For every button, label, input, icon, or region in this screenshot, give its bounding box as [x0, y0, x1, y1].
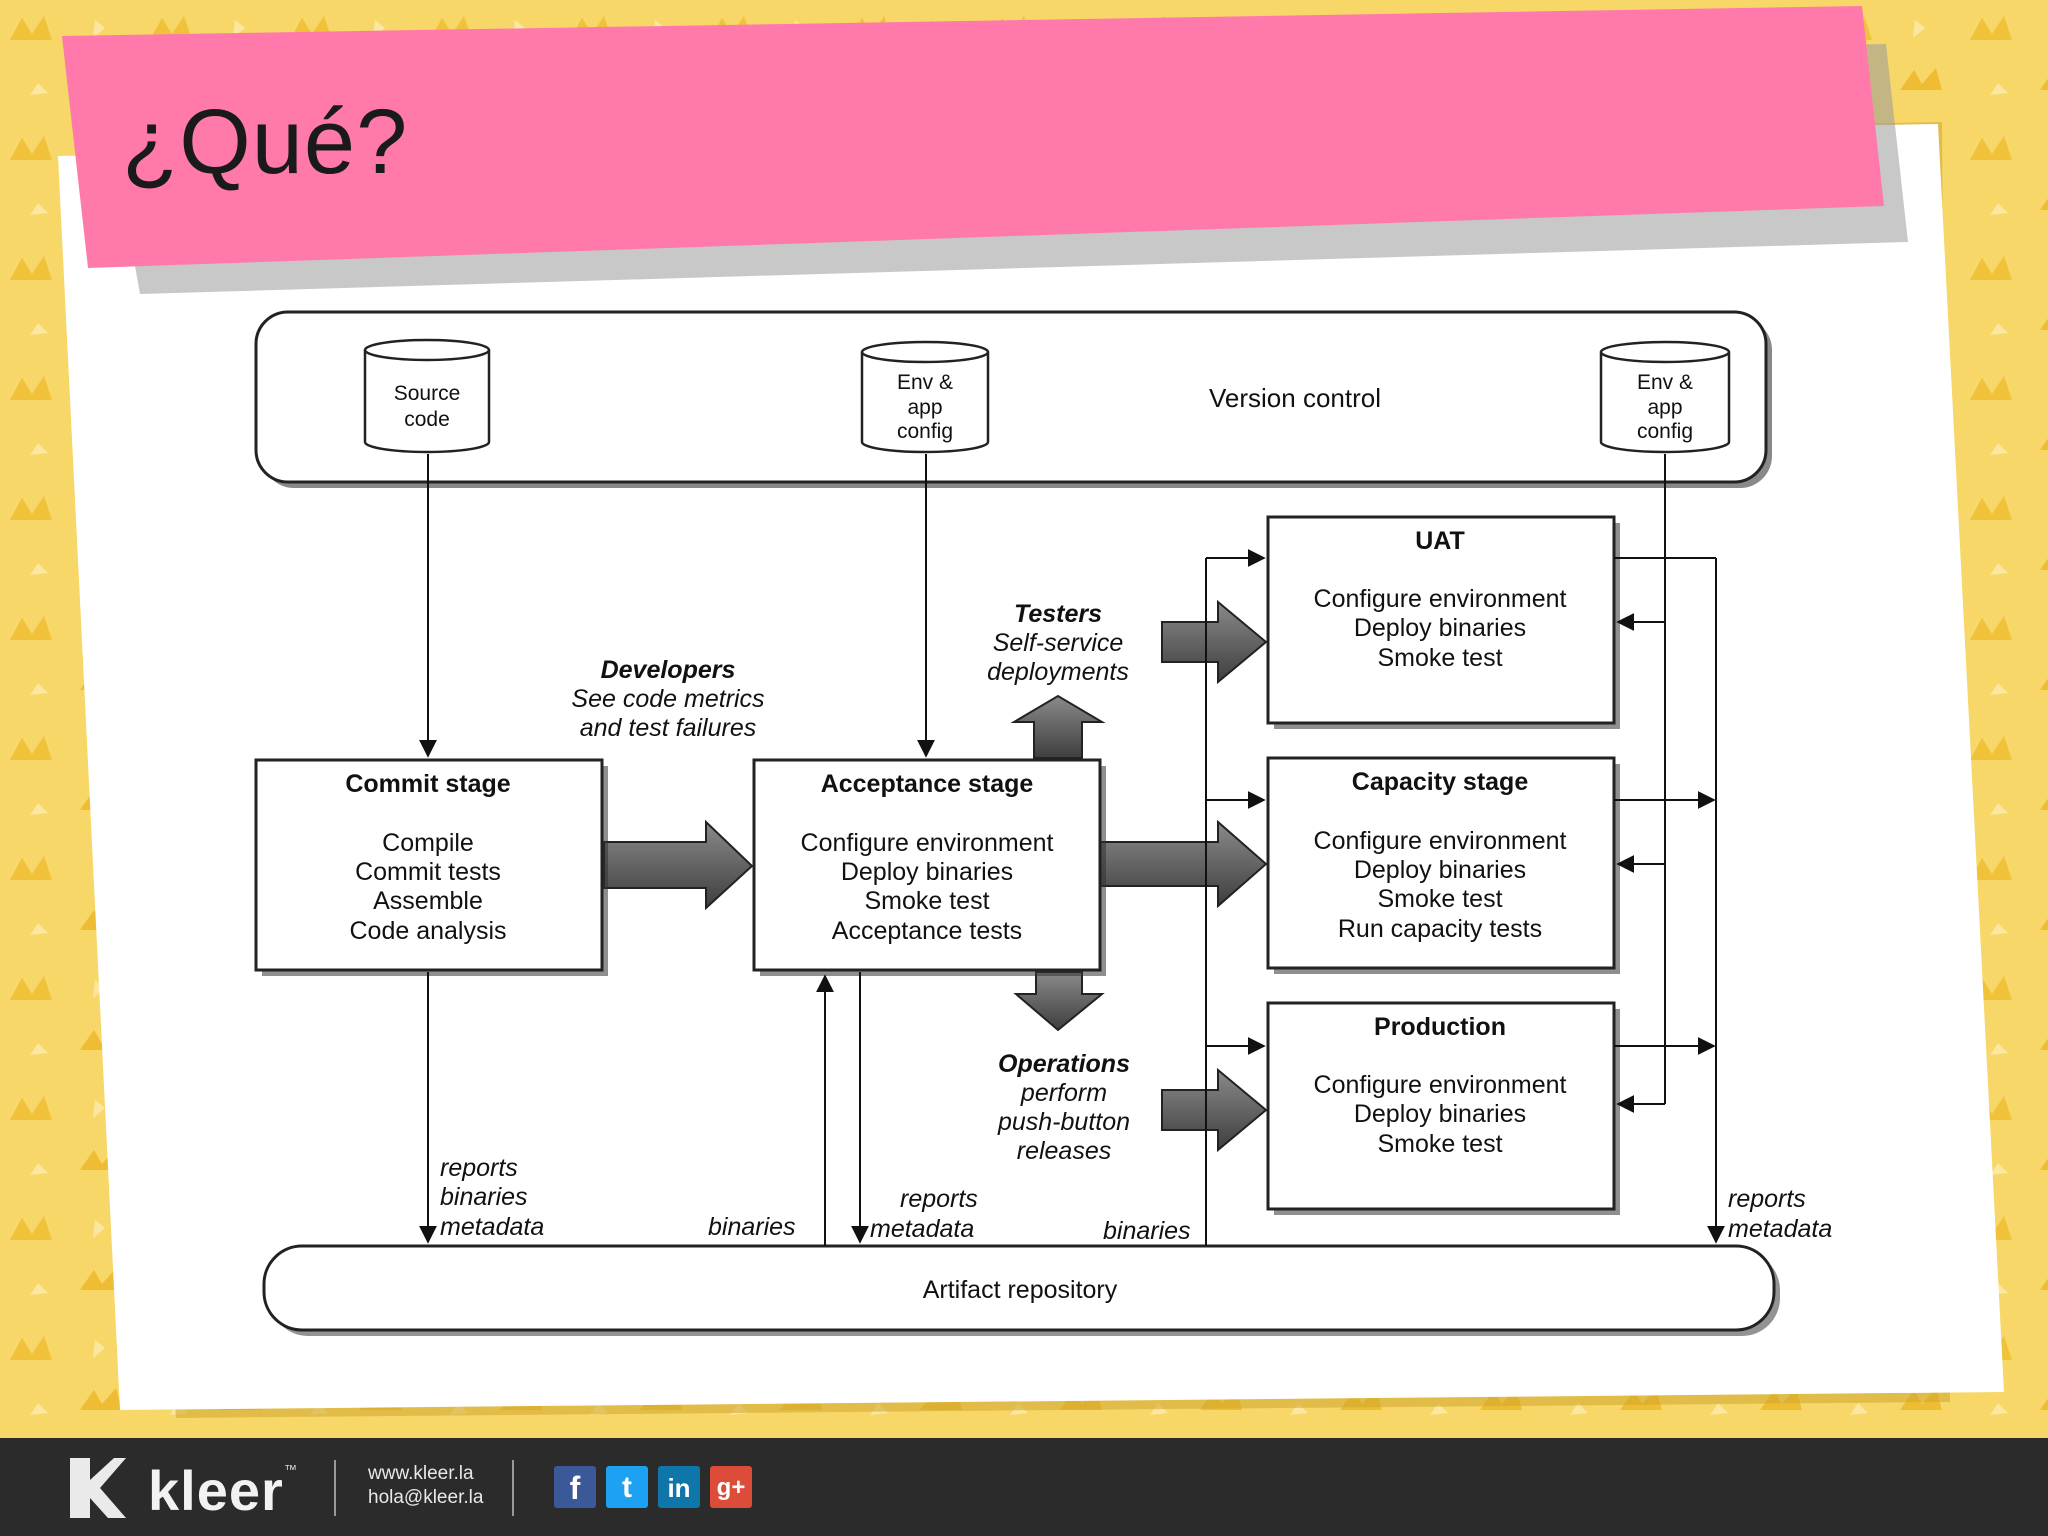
svg-text:Assemble: Assemble [373, 887, 483, 915]
production-box: Production Configure environment Deploy … [1266, 1001, 1620, 1215]
svg-text:Code analysis: Code analysis [349, 917, 506, 945]
arrow-operations-to-production [1161, 1067, 1268, 1153]
brand-trademark: ™ [284, 1462, 297, 1477]
svg-text:Smoke test: Smoke test [1377, 644, 1502, 672]
acceptance-stage-box: Acceptance stage Configure environment D… [752, 758, 1106, 976]
email-link[interactable]: hola@kleer.la [368, 1487, 484, 1508]
svg-text:Deploy binaries: Deploy binaries [841, 858, 1013, 886]
commit-output-1: reports [440, 1154, 518, 1182]
commit-output-2: binaries [440, 1183, 528, 1211]
right-output-1: reports [1728, 1185, 1806, 1213]
svg-text:Source: Source [394, 382, 461, 405]
svg-text:UAT: UAT [1415, 527, 1465, 555]
version-control-box: Version control [254, 310, 1772, 488]
commit-stage-box: Commit stage Compile Commit tests Assemb… [254, 758, 608, 976]
env-config-cylinder-1: Env & app config [860, 340, 990, 454]
svg-text:config: config [1637, 420, 1693, 443]
operations-line-1: perform [1020, 1079, 1107, 1107]
svg-text:Deploy binaries: Deploy binaries [1354, 1100, 1526, 1128]
operations-line-2: push-button [997, 1108, 1130, 1136]
facebook-icon[interactable]: f [554, 1466, 596, 1508]
binaries-in-label: binaries [708, 1213, 796, 1241]
arrow-up-testers [1010, 694, 1106, 759]
commit-output-3: metadata [440, 1213, 544, 1241]
svg-text:Env &: Env & [897, 371, 953, 394]
footer-divider-1 [334, 1460, 336, 1516]
svg-text:Acceptance stage: Acceptance stage [821, 770, 1034, 798]
svg-text:Smoke test: Smoke test [1377, 885, 1502, 913]
svg-text:Smoke test: Smoke test [1377, 1130, 1502, 1158]
footer-bar [0, 1438, 2048, 1536]
binaries-right-label: binaries [1103, 1217, 1191, 1245]
testers-line-1: Self-service [993, 629, 1124, 657]
developers-title: Developers [601, 656, 736, 684]
testers-title: Testers [1014, 600, 1102, 628]
svg-text:Configure environment: Configure environment [1314, 585, 1567, 613]
svg-text:Commit tests: Commit tests [355, 858, 501, 886]
arrow-commit-to-acceptance [603, 819, 754, 911]
google-plus-icon[interactable]: g+ [710, 1466, 752, 1508]
developers-line-2: and test failures [580, 714, 757, 742]
linkedin-icon[interactable]: in [658, 1466, 700, 1508]
version-control-label: Version control [1209, 383, 1381, 413]
svg-text:app: app [1647, 396, 1682, 419]
acceptance-output-2: metadata [870, 1215, 974, 1243]
svg-text:Run capacity tests: Run capacity tests [1338, 915, 1542, 943]
slide-title: ¿Qué? [122, 91, 409, 193]
svg-text:Acceptance tests: Acceptance tests [832, 917, 1022, 945]
twitter-icon[interactable]: t [606, 1466, 648, 1508]
operations-title: Operations [998, 1050, 1130, 1078]
svg-text:config: config [897, 420, 953, 443]
svg-text:code: code [404, 408, 450, 431]
svg-text:Commit stage: Commit stage [345, 770, 510, 798]
arrow-testers-to-uat [1161, 599, 1268, 685]
svg-text:Deploy binaries: Deploy binaries [1354, 856, 1526, 884]
svg-text:Capacity stage: Capacity stage [1352, 768, 1529, 796]
svg-text:Production: Production [1374, 1013, 1506, 1041]
acceptance-output-1: reports [900, 1185, 978, 1213]
artifact-repository-box: Artifact repository [262, 1244, 1780, 1336]
svg-text:Configure environment: Configure environment [1314, 1071, 1567, 1099]
arrow-down-operations [1013, 971, 1105, 1032]
brand-name: kleer [148, 1459, 284, 1522]
svg-text:Configure environment: Configure environment [801, 829, 1054, 857]
svg-text:Compile: Compile [382, 829, 474, 857]
connector-lines [419, 454, 1725, 1246]
arrow-acceptance-to-capacity [1099, 819, 1268, 909]
svg-text:app: app [907, 396, 942, 419]
env-config-cylinder-2: Env & app config [1599, 340, 1731, 454]
svg-text:Deploy binaries: Deploy binaries [1354, 614, 1526, 642]
uat-box: UAT Configure environment Deploy binarie… [1266, 515, 1620, 729]
svg-text:Smoke test: Smoke test [864, 887, 989, 915]
source-code-cylinder: Source code [363, 338, 491, 454]
kleer-logo-icon [70, 1458, 126, 1518]
operations-line-3: releases [1017, 1137, 1112, 1165]
footer-divider-2 [512, 1460, 514, 1516]
capacity-stage-box: Capacity stage Configure environment Dep… [1266, 756, 1620, 974]
developers-line-1: See code metrics [571, 685, 764, 713]
svg-text:Artifact repository: Artifact repository [923, 1276, 1118, 1304]
website-link[interactable]: www.kleer.la [368, 1463, 474, 1484]
svg-text:Configure environment: Configure environment [1314, 827, 1567, 855]
svg-text:Env &: Env & [1637, 371, 1693, 394]
testers-line-2: deployments [987, 658, 1129, 686]
right-output-2: metadata [1728, 1215, 1832, 1243]
